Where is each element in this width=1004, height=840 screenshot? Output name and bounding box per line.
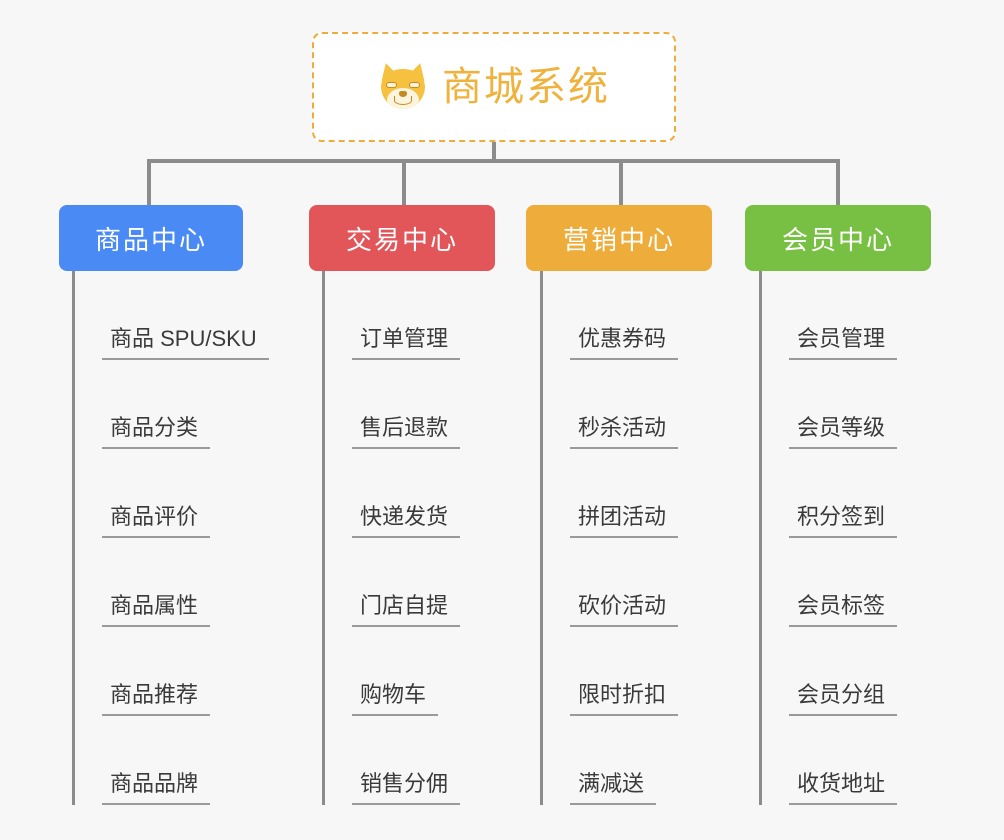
connector-drop-1 [147,159,151,207]
leaf-column-1: 商品 SPU/SKU 商品分类商品评价商品属性商品推荐商品品牌 [72,271,269,805]
leaf-column-2: 订单管理售后退款快递发货门店自提购物车销售分佣 [322,271,461,805]
leaf-label: 限时折扣 [570,682,679,716]
leaf-label: 会员等级 [789,415,898,449]
leaf-label: 商品 SPU/SKU [102,326,269,360]
leaf-label: 积分签到 [789,504,898,538]
leaf-spine [540,271,543,805]
category-box-4[interactable]: 会员中心 [745,205,931,271]
leaf-label: 门店自提 [352,593,461,627]
leaf-item[interactable]: 优惠券码 [540,271,679,360]
leaf-label: 商品推荐 [102,682,211,716]
leaf-label: 秒杀活动 [570,415,679,449]
leaf-label: 售后退款 [352,415,461,449]
leaf-label: 快递发货 [352,504,461,538]
leaf-label: 商品品牌 [102,771,211,805]
leaf-item[interactable]: 收货地址 [759,716,898,805]
leaf-label: 订单管理 [352,326,461,360]
leaf-item[interactable]: 满减送 [540,716,678,805]
leaf-label: 商品分类 [102,415,211,449]
leaf-label: 收货地址 [789,771,898,805]
connector-horizontal-bus [149,159,840,163]
leaf-item[interactable]: 会员标签 [759,538,898,627]
leaf-item[interactable]: 销售分佣 [322,716,461,805]
root-node[interactable]: 商城系统 [312,32,676,142]
leaf-item[interactable]: 商品 SPU/SKU [72,271,269,360]
leaf-spine [322,271,325,805]
category-box-2[interactable]: 交易中心 [309,205,495,271]
leaf-column-4: 会员管理会员等级积分签到会员标签会员分组收货地址 [759,271,898,805]
leaf-spine [759,271,762,805]
root-title: 商城系统 [442,65,610,109]
category-label: 交易中心 [345,224,458,255]
leaf-item[interactable]: 砍价活动 [540,538,679,627]
connector-drop-3 [619,159,623,207]
leaf-spine [72,271,75,805]
leaf-label: 商品属性 [102,593,211,627]
leaf-item[interactable]: 秒杀活动 [540,360,679,449]
leaf-item[interactable]: 购物车 [322,627,460,716]
leaf-item[interactable]: 限时折扣 [540,627,679,716]
leaf-column-3: 优惠券码秒杀活动拼团活动砍价活动限时折扣满减送 [540,271,679,805]
leaf-item[interactable]: 快递发货 [322,449,461,538]
leaf-label: 优惠券码 [570,326,679,360]
leaf-item[interactable]: 商品评价 [72,449,269,538]
connector-drop-4 [836,159,840,207]
connector-drop-2 [402,159,406,207]
leaf-item[interactable]: 会员管理 [759,271,898,360]
category-label: 营销中心 [562,224,675,255]
leaf-item[interactable]: 商品推荐 [72,627,269,716]
leaf-label: 拼团活动 [570,504,679,538]
leaf-label: 满减送 [570,771,657,805]
leaf-label: 商品评价 [102,504,211,538]
leaf-label: 购物车 [352,682,439,716]
category-box-3[interactable]: 营销中心 [526,205,712,271]
leaf-label: 会员管理 [789,326,898,360]
leaf-label: 会员标签 [789,593,898,627]
leaf-item[interactable]: 售后退款 [322,360,461,449]
leaf-item[interactable]: 门店自提 [322,538,461,627]
leaf-label: 砍价活动 [570,593,679,627]
leaf-item[interactable]: 商品分类 [72,360,269,449]
leaf-item[interactable]: 订单管理 [322,271,461,360]
leaf-label: 销售分佣 [352,771,461,805]
leaf-item[interactable]: 会员等级 [759,360,898,449]
connector-root-stem [492,142,496,162]
leaf-item[interactable]: 会员分组 [759,627,898,716]
category-box-1[interactable]: 商品中心 [59,205,243,271]
leaf-item[interactable]: 商品品牌 [72,716,269,805]
shiba-dog-face-icon [377,60,429,112]
leaf-label: 会员分组 [789,682,898,716]
category-label: 商品中心 [94,224,207,255]
leaf-item[interactable]: 商品属性 [72,538,269,627]
leaf-item[interactable]: 拼团活动 [540,449,679,538]
leaf-item[interactable]: 积分签到 [759,449,898,538]
category-label: 会员中心 [781,224,894,255]
